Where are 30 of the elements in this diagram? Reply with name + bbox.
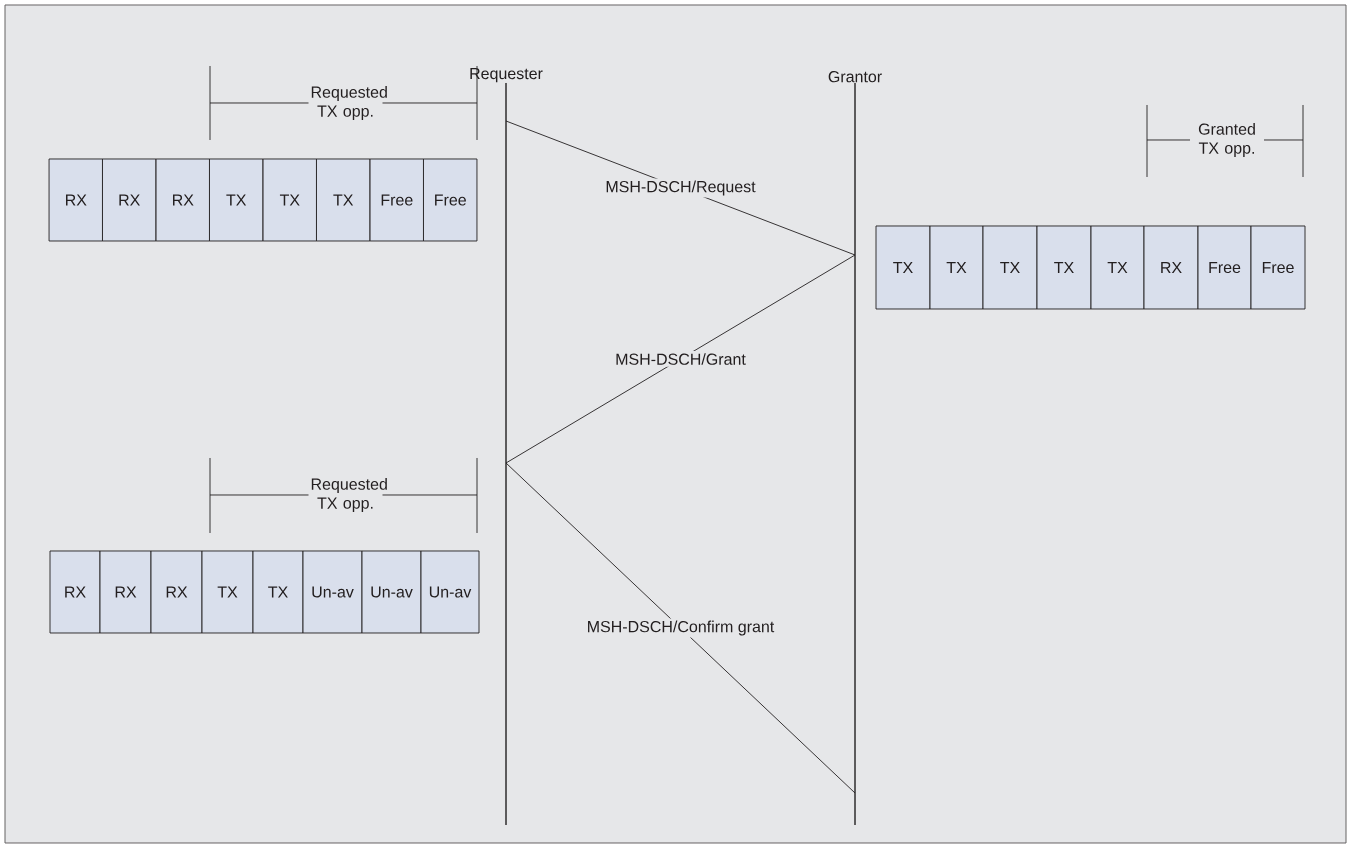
slot-cell: Free xyxy=(1250,225,1306,310)
slot-cell: TX xyxy=(316,158,371,242)
slot-cell: Free xyxy=(1197,225,1252,310)
slot-cell: TX xyxy=(1090,225,1145,310)
slot-cell: TX xyxy=(209,158,264,242)
message-line xyxy=(505,462,856,794)
slot-cell: RX xyxy=(99,550,152,634)
slot-cell: TX xyxy=(982,225,1038,310)
slot-cell: RX xyxy=(49,550,101,634)
slot-cell: TX xyxy=(201,550,254,634)
message-line xyxy=(505,254,856,464)
slot-cell: TX xyxy=(1036,225,1092,310)
slot-cell: Un-av xyxy=(420,550,480,634)
slot-cell: Free xyxy=(423,158,478,242)
slot-cell: RX xyxy=(155,158,210,242)
slot-cell: TX xyxy=(875,225,931,310)
slot-cell: Un-av xyxy=(361,550,422,634)
slot-cell: RX xyxy=(150,550,203,634)
dimension-label: Granted TX opp. xyxy=(1190,121,1264,159)
edge-label: MSH-DSCH/Grant xyxy=(613,351,748,367)
slot-cell: TX xyxy=(929,225,984,310)
slot-cell: TX xyxy=(252,550,304,634)
dimension-label: Requested TX opp. xyxy=(308,476,387,514)
slot-cell: TX xyxy=(262,158,317,242)
slot-cell: Un-av xyxy=(302,550,363,634)
dimension-label: Requested TX opp. xyxy=(308,84,387,122)
slot-cell: RX xyxy=(102,158,157,242)
slot-cell: RX xyxy=(1143,225,1199,310)
slot-cell: Free xyxy=(369,158,424,242)
slot-cell: RX xyxy=(48,158,103,242)
